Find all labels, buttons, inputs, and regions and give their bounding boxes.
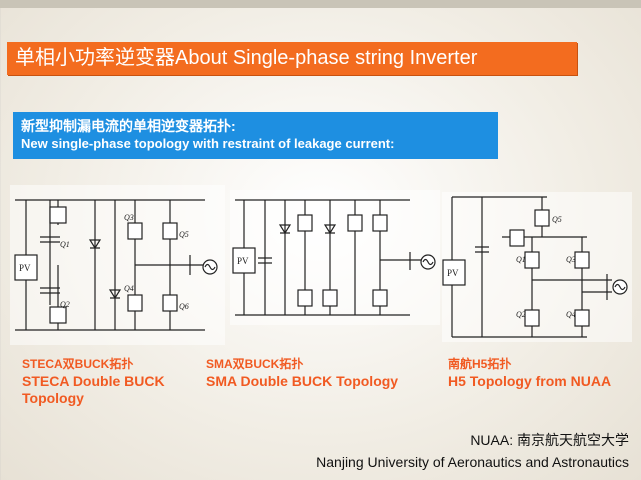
h5-caption: 南航H5拓扑 H5 Topology from NUAA	[448, 356, 638, 390]
h5-pv-label: PV	[447, 268, 459, 278]
steca-q1-label: Q1	[60, 240, 70, 249]
sma-pv-label: PV	[237, 256, 249, 266]
steca-caption: STECA双BUCK拓扑 STECA Double BUCK Topology	[22, 356, 222, 407]
h5-q2-label: Q2	[516, 310, 526, 319]
steca-circuit-diagram: PV Q1 Q2 Q3 Q4 Q5 Q6	[10, 185, 225, 345]
h5-q4-label: Q4	[566, 310, 576, 319]
h5-q5-label: Q5	[552, 215, 562, 224]
h5-q3-label: Q3	[566, 255, 576, 264]
h5-circuit-diagram: PV Q5 Q1 Q3 Q2 Q4	[442, 192, 632, 342]
steca-q4-label: Q4	[124, 284, 134, 293]
h5-q1-label: Q1	[516, 255, 526, 264]
steca-q3-label: Q3	[124, 213, 134, 222]
top-stripe	[0, 0, 641, 8]
subtitle-en: New single-phase topology with restraint…	[21, 136, 395, 151]
footer-university-en: Nanjing University of Aeronautics and As…	[316, 454, 629, 470]
subtitle-box: 新型抑制漏电流的单相逆变器拓扑: New single-phase topolo…	[13, 112, 498, 159]
h5-caption-en: H5 Topology from NUAA	[448, 373, 612, 389]
steca-caption-cn: STECA双BUCK拓扑	[22, 357, 134, 371]
steca-pv-label: PV	[19, 263, 31, 273]
steca-q2-label: Q2	[60, 300, 70, 309]
steca-caption-en: STECA Double BUCK Topology	[22, 373, 165, 406]
steca-q6-label: Q6	[179, 302, 189, 311]
sma-circuit-diagram: PV	[230, 190, 440, 325]
subtitle-cn: 新型抑制漏电流的单相逆变器拓扑:	[21, 118, 236, 134]
h5-caption-cn: 南航H5拓扑	[448, 357, 512, 371]
footer-university-cn: NUAA: 南京航天航空大学	[470, 432, 629, 448]
sma-caption-en: SMA Double BUCK Topology	[206, 373, 399, 389]
slide-title: 单相小功率逆变器About Single-phase string Invert…	[7, 42, 577, 75]
sma-caption-cn: SMA双BUCK拓扑	[206, 357, 304, 371]
steca-q5-label: Q5	[179, 230, 189, 239]
sma-caption: SMA双BUCK拓扑 SMA Double BUCK Topology	[206, 356, 436, 390]
